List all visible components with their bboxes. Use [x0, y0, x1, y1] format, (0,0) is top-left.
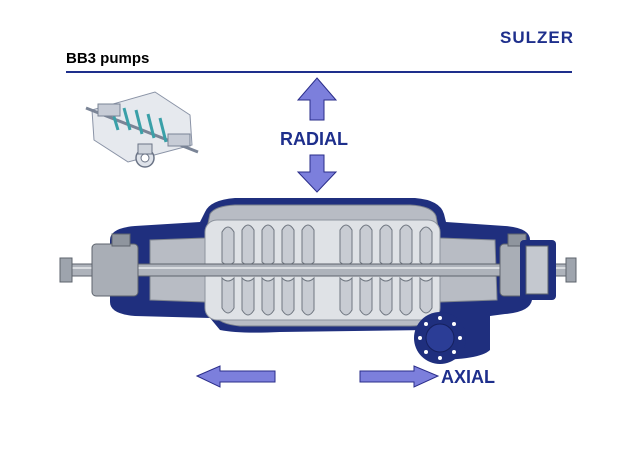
radial-label: RADIAL — [280, 129, 348, 149]
pump-cross-section — [59, 198, 577, 364]
radial-arrow — [296, 77, 338, 193]
axial-arrow-right — [359, 365, 440, 388]
title-underline — [66, 71, 572, 73]
sulzer-logo: SULZER — [500, 28, 574, 47]
axial-arrow-left — [195, 365, 276, 388]
pump-thumbnail-illustration — [85, 91, 199, 168]
axial-label: AXIAL — [441, 367, 495, 387]
page-title: BB3 pumps — [66, 50, 150, 67]
